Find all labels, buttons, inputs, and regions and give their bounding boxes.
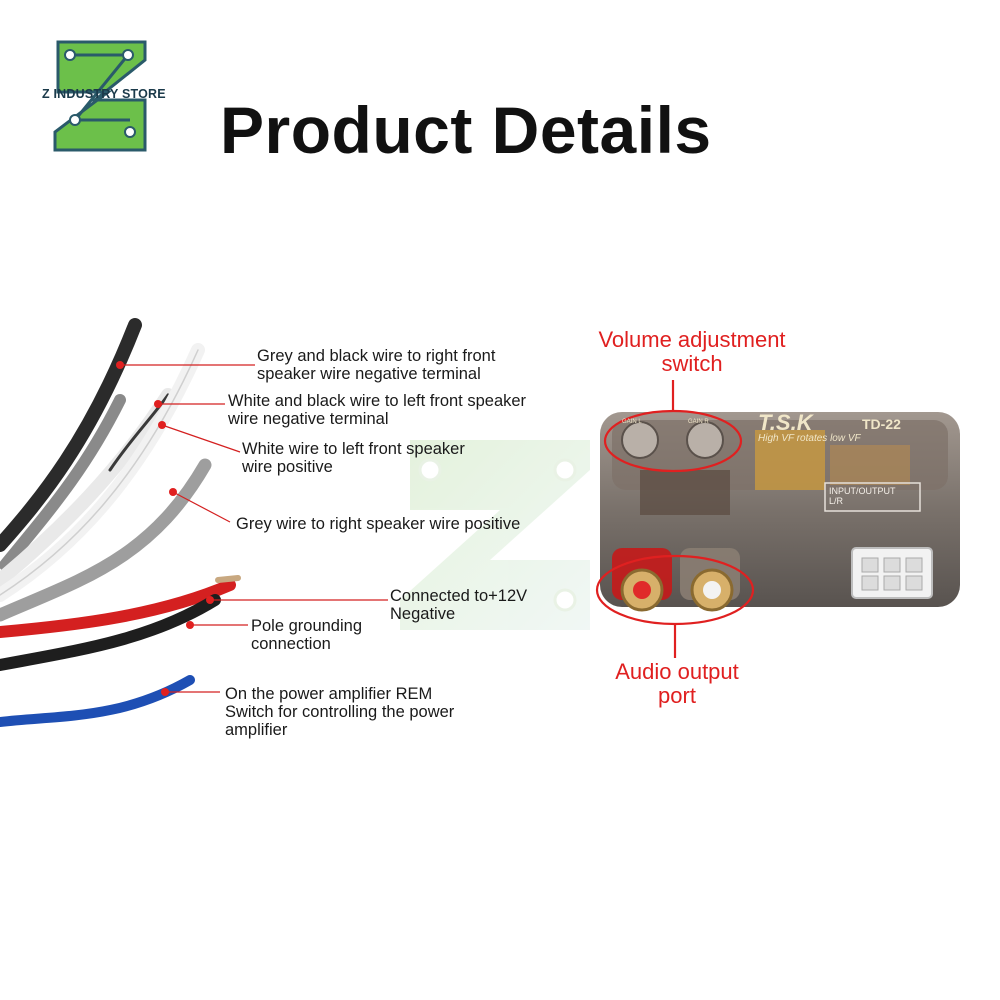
callout-line: port — [658, 683, 696, 708]
audio-output-callout: Audio output port — [592, 660, 762, 708]
wire-label-line: Pole grounding — [251, 617, 363, 635]
wire-label-line: White and black wire to left front speak… — [228, 392, 527, 410]
wire-marker-dots — [116, 361, 214, 696]
callout-shapes — [595, 380, 755, 658]
gain-left-knob — [621, 421, 659, 459]
page-title: Product Details — [220, 93, 712, 167]
wire-bundle — [0, 318, 241, 727]
blue-wire — [0, 675, 195, 727]
wire-label-line: Grey and black wire to right front — [257, 347, 496, 365]
white-black-wire — [0, 388, 175, 587]
device-io-label-line1: INPUT/OUTPUT — [829, 486, 896, 496]
wire-label-line: wire positive — [242, 458, 333, 476]
volume-switch-callout: Volume adjustment switch — [586, 328, 798, 376]
wire-leader-lines — [120, 364, 388, 693]
wire-label-white: White wire to left front speaker wire po… — [242, 440, 465, 476]
wire-label-grey: Grey wire to right speaker wire positive — [236, 515, 520, 533]
wire-label-line: wire negative terminal — [228, 410, 389, 428]
wire-label-line: Grey wire to right speaker wire positive — [236, 515, 521, 533]
device-model: TD-22 — [862, 416, 901, 432]
device-io-label-line2: L/R — [829, 496, 844, 506]
converter-device — [600, 412, 960, 612]
wire-label-line: connection — [251, 635, 331, 653]
wire-label-line: speaker wire negative terminal — [257, 365, 481, 383]
device-subtitle: High VF rotates low VF — [758, 433, 861, 444]
wire-label-white-black: White and black wire to left front speak… — [228, 392, 526, 428]
device-brand: T.S.K — [758, 410, 813, 435]
knob-left-label: GAIN L — [622, 419, 642, 425]
black-wire — [0, 594, 221, 671]
red-wire — [0, 579, 236, 638]
wire-label-line: White wire to left front speaker — [242, 440, 465, 458]
wire-label-line: Switch for controlling the power — [225, 703, 455, 721]
brand-name: Z INDUSTRY STORE — [42, 87, 166, 101]
wire-label-grey-black: Grey and black wire to right front speak… — [257, 347, 495, 383]
callout-line: switch — [661, 351, 723, 376]
gain-right-knob — [686, 421, 724, 459]
wire-label-line: Connected to+12V — [390, 587, 528, 605]
watermark-logo — [400, 440, 590, 630]
wire-label-line: amplifier — [225, 721, 288, 739]
wire-label-line: Negative — [390, 605, 456, 623]
callout-line: Audio output — [615, 659, 739, 684]
brand-logo — [53, 40, 147, 152]
wire-label-black: Pole grounding connection — [251, 617, 362, 653]
wire-label-red: Connected to+12V Negative — [390, 587, 527, 623]
wire-label-line: On the power amplifier REM — [225, 685, 433, 703]
callout-line: Volume adjustment — [598, 327, 786, 352]
device-io-label: INPUT/OUTPUT L/R — [829, 486, 896, 506]
wire-label-blue: On the power amplifier REM Switch for co… — [225, 685, 454, 739]
knob-right-label: GAIN R — [688, 419, 709, 425]
